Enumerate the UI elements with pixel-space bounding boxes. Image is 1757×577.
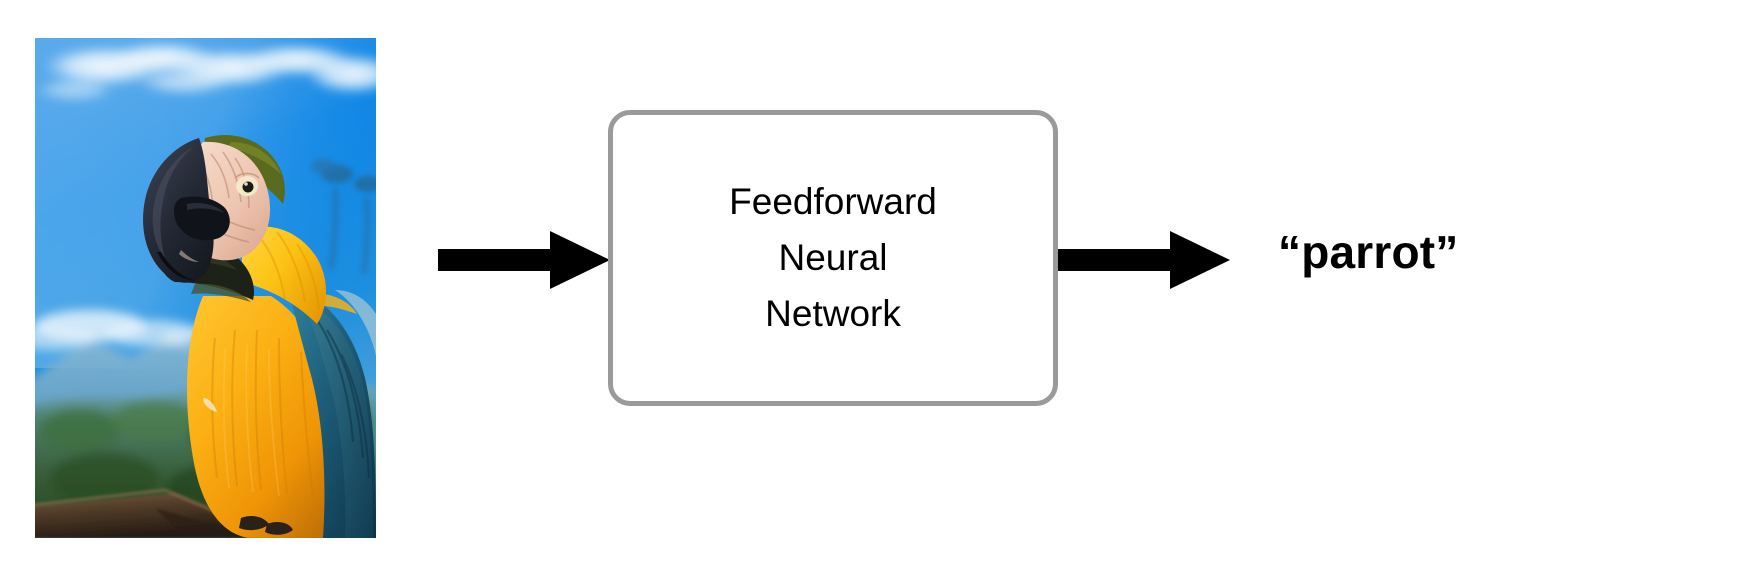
model-label-line-2: Neural [778,236,888,278]
model-box: Feedforward Neural Network [608,110,1058,406]
model-label-line-1: Feedforward [729,180,937,222]
output-label: “parrot” [1278,226,1459,278]
model-label-line-3: Network [765,293,901,335]
arrow-input-to-model-icon [438,228,610,292]
input-image [35,38,376,538]
arrow-model-to-output-icon [1058,228,1230,292]
